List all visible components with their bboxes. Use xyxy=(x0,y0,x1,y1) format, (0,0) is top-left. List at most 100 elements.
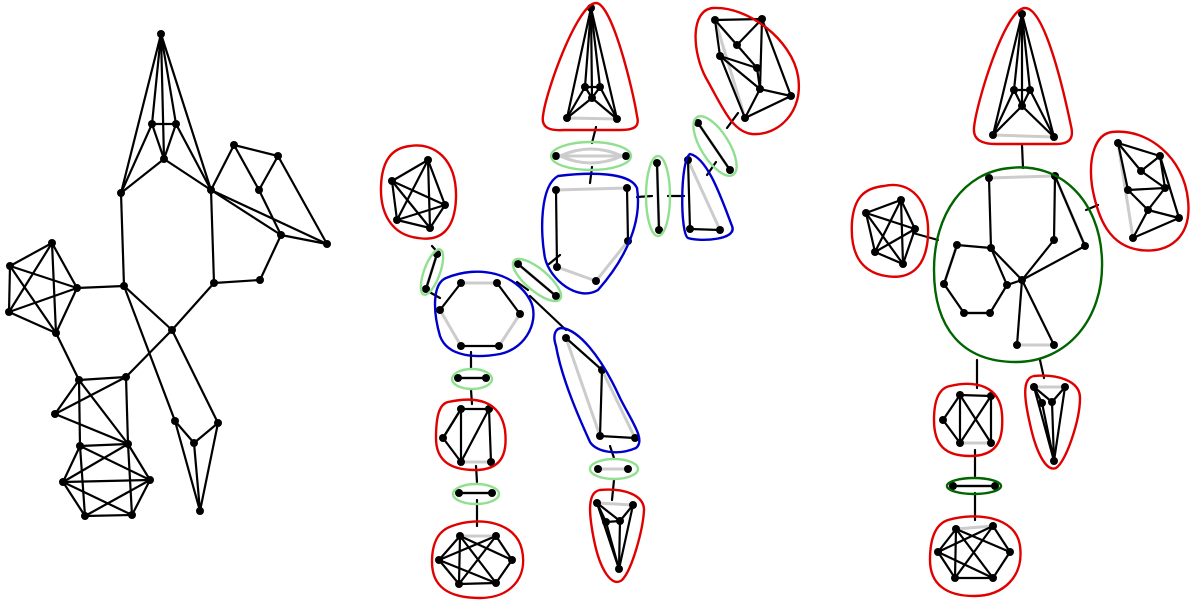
graph-node xyxy=(277,231,285,239)
graph-node xyxy=(1026,86,1034,94)
graph-edge xyxy=(743,94,793,120)
graph-node xyxy=(911,225,919,233)
graph-node xyxy=(1050,133,1058,141)
graph-edge xyxy=(159,32,166,161)
graph-edge xyxy=(8,264,58,335)
virtual-edge xyxy=(600,368,637,440)
graph-edge xyxy=(119,122,154,195)
graph-edge xyxy=(873,198,903,254)
tree-link xyxy=(635,194,654,199)
graph-edge xyxy=(554,188,559,269)
graph-node xyxy=(629,501,637,509)
graph-node xyxy=(424,156,432,164)
graph-edge xyxy=(901,227,917,266)
graph-node xyxy=(160,155,168,163)
graph-edge xyxy=(390,179,399,222)
virtual-edge xyxy=(991,133,1056,139)
tree-link xyxy=(474,464,479,484)
graph-node xyxy=(1156,152,1164,160)
graph-edge xyxy=(991,524,1012,554)
virtual-edge xyxy=(713,18,747,120)
graph-edge xyxy=(495,281,522,316)
parallel-component xyxy=(644,154,672,238)
graph-edge xyxy=(718,54,747,120)
graph-edge xyxy=(589,6,619,121)
graph-edge xyxy=(232,143,280,158)
graph-node xyxy=(758,15,766,23)
graph-node xyxy=(726,166,734,174)
graph-node xyxy=(1050,341,1058,349)
panel-decomposition-tree xyxy=(379,1,801,600)
graph-edge xyxy=(441,436,463,464)
graph-edge xyxy=(688,227,722,232)
merged-component xyxy=(945,476,1003,496)
graph-node xyxy=(588,94,596,102)
graph-edge xyxy=(390,158,430,183)
graph-node xyxy=(593,499,601,507)
graph-node xyxy=(388,177,396,185)
parallel-component xyxy=(451,482,501,506)
graph-node xyxy=(6,262,14,270)
graph-edge xyxy=(209,188,283,237)
graph-edge xyxy=(1131,216,1181,240)
graph-node xyxy=(441,201,449,209)
graph-node xyxy=(756,85,764,93)
graph-edge xyxy=(50,241,79,290)
graph-node xyxy=(552,186,560,194)
graph-node xyxy=(457,405,465,413)
graph-edge xyxy=(989,246,1009,287)
rigid-component xyxy=(379,144,458,240)
graph-node xyxy=(1050,457,1058,465)
graph-edge xyxy=(7,310,58,335)
tree-link xyxy=(911,231,940,242)
graph-edge xyxy=(61,444,82,484)
graph-edge xyxy=(459,407,491,464)
graph-node xyxy=(516,310,524,318)
parallel-component xyxy=(549,140,633,172)
graph-edge xyxy=(955,243,993,250)
graph-edge xyxy=(583,6,593,89)
graph-edge xyxy=(457,534,462,586)
graph-node xyxy=(393,216,401,224)
rigid-component xyxy=(1024,374,1082,470)
graph-node xyxy=(631,434,639,442)
graph-node xyxy=(196,507,204,515)
graph-edge xyxy=(126,442,152,482)
graph-node xyxy=(1114,139,1122,147)
graph-edge xyxy=(83,513,134,518)
graph-edge xyxy=(437,534,498,562)
graph-edge xyxy=(77,378,82,448)
virtual-edge xyxy=(565,116,619,121)
graph-node xyxy=(487,458,495,466)
graph-edge xyxy=(162,122,178,161)
graph-node xyxy=(456,532,464,540)
graph-edge xyxy=(899,198,917,231)
graph-node xyxy=(956,439,964,447)
graph-edge xyxy=(8,241,54,268)
graph-edge xyxy=(655,161,661,232)
graph-node xyxy=(1018,10,1026,18)
graph-edge xyxy=(159,32,178,126)
virtual-edge xyxy=(554,186,629,192)
graph-node xyxy=(613,115,621,123)
graph-edge xyxy=(426,158,432,230)
graph-node xyxy=(76,442,84,450)
tree-link xyxy=(515,280,530,292)
graph-edge xyxy=(1015,278,1024,347)
graph-edge xyxy=(987,176,993,250)
graph-node xyxy=(148,120,156,128)
graph-node xyxy=(117,189,125,197)
graph-edge xyxy=(864,211,917,231)
graph-edge xyxy=(564,336,604,372)
graph-node xyxy=(862,209,870,217)
graph-node xyxy=(897,196,905,204)
graph-edge xyxy=(53,378,81,416)
graph-edge xyxy=(395,218,432,230)
graph-node xyxy=(482,374,490,382)
graph-edge xyxy=(159,32,213,192)
graph-edge xyxy=(942,243,959,286)
virtual-edge xyxy=(559,147,623,165)
rigid-component xyxy=(541,1,639,132)
graph-edge xyxy=(1020,12,1032,92)
